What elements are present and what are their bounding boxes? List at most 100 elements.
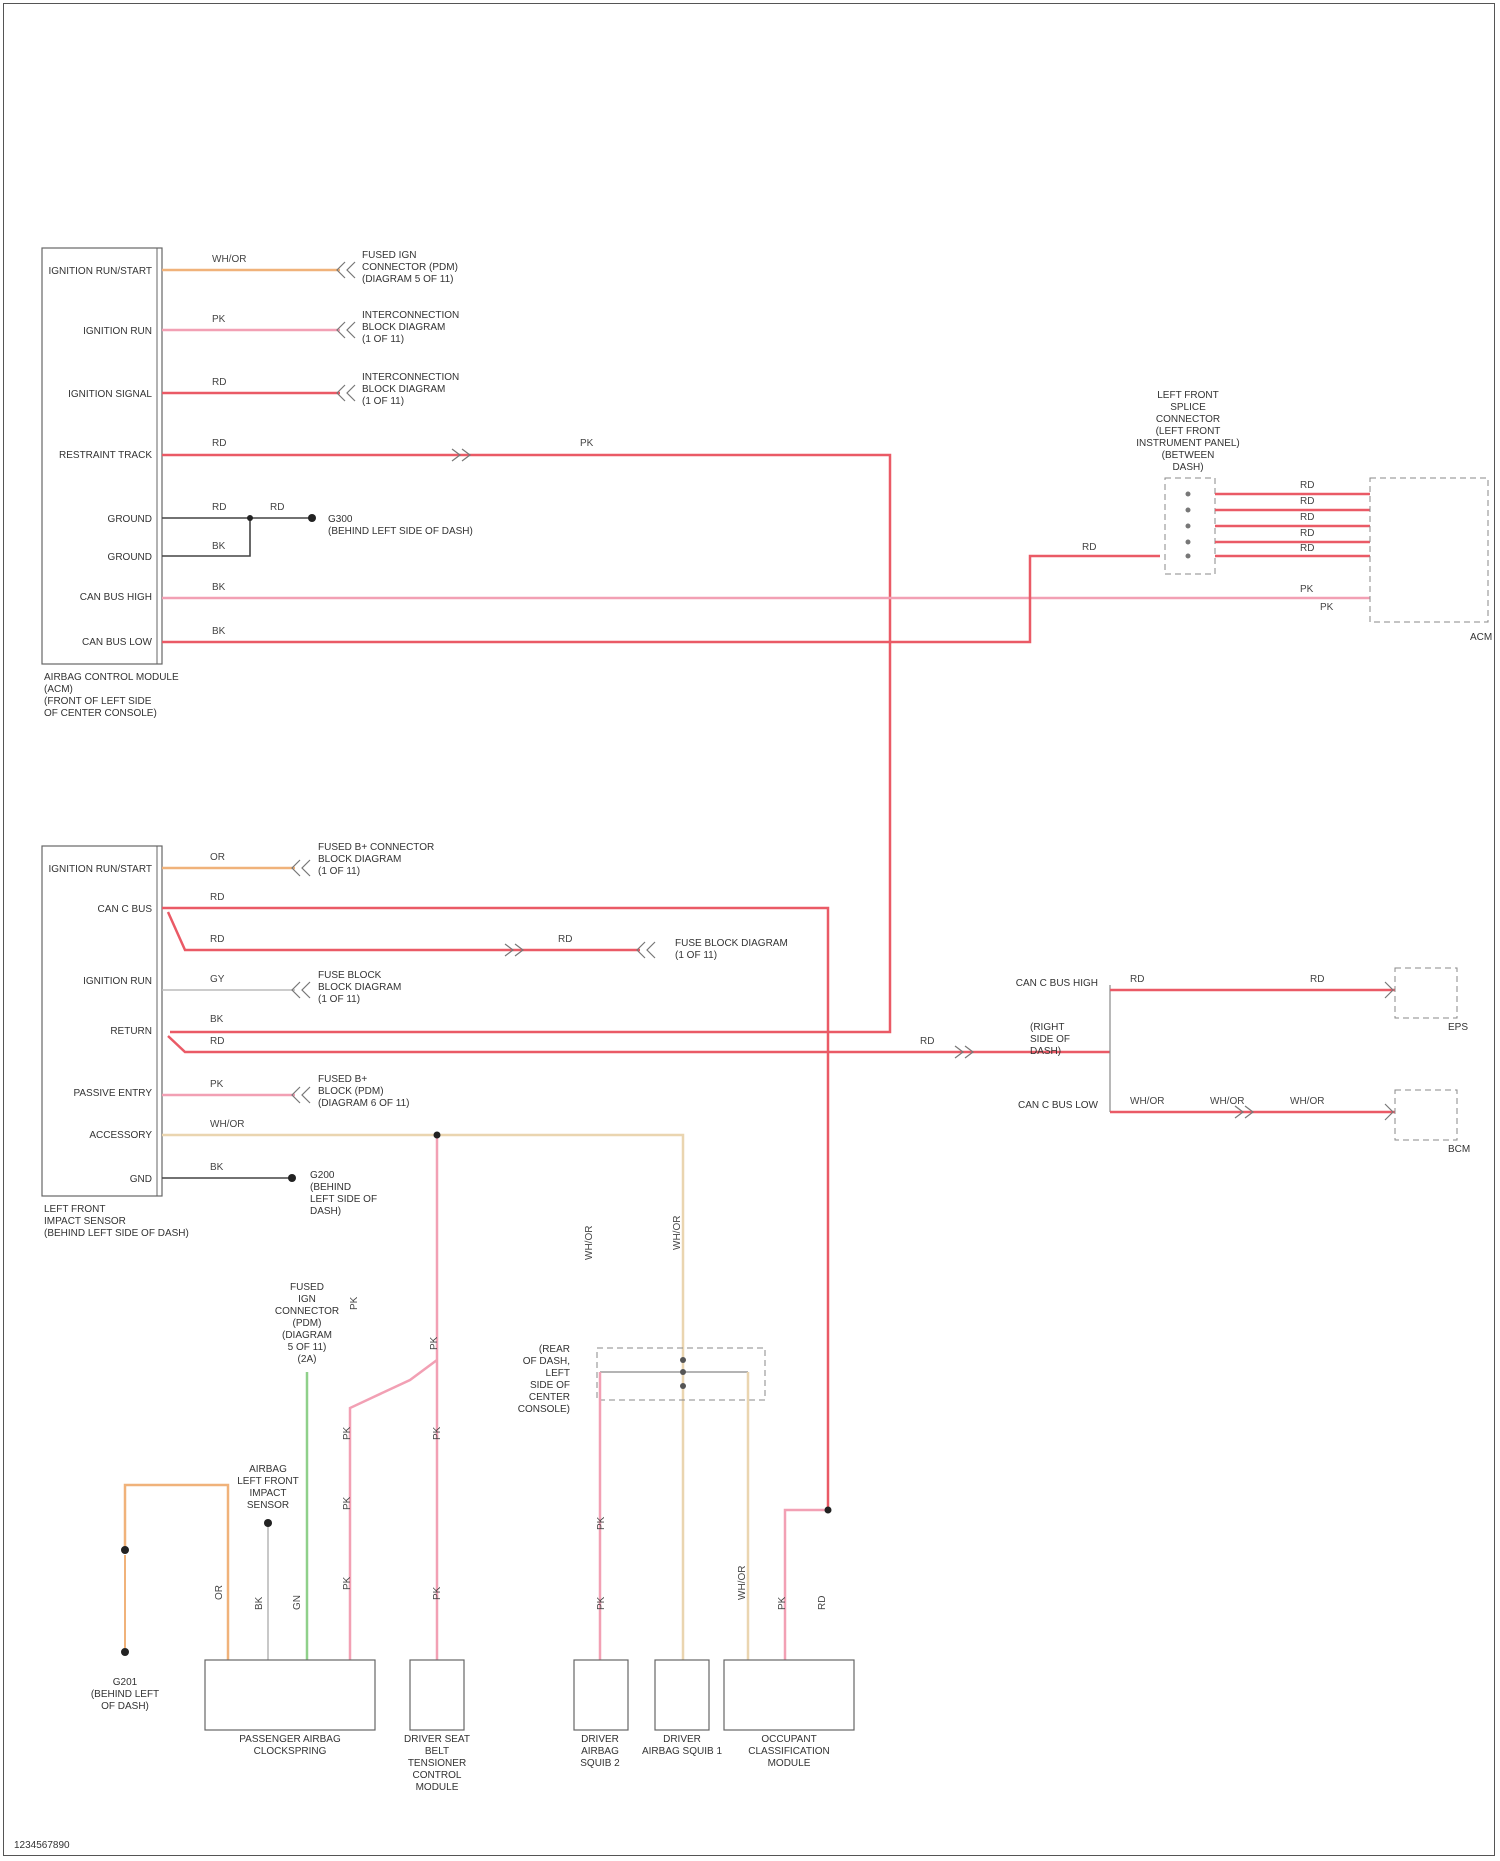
- reference-line: 5 OF 11): [288, 1342, 327, 1353]
- wire-label: PK: [596, 1596, 607, 1610]
- reference-line: CONSOLE): [518, 1404, 570, 1415]
- wire-label: PK: [210, 1079, 224, 1090]
- wire-label: WH/OR: [212, 254, 246, 265]
- wire-label: WH/OR: [1130, 1096, 1164, 1107]
- wire-label: RD: [1300, 512, 1314, 523]
- reference-line: BLOCK DIAGRAM: [318, 854, 401, 865]
- pin-label: IGNITION RUN: [83, 976, 152, 987]
- wire-label: PK: [1300, 584, 1314, 595]
- reference-line: INTERCONNECTION: [362, 310, 459, 321]
- right-module-label: ACM: [1470, 632, 1492, 643]
- wire-label: PK: [429, 1336, 440, 1350]
- pin-label: CAN C BUS: [98, 904, 153, 915]
- reference-line: BLOCK DIAGRAM: [318, 982, 401, 993]
- right-mid-wires: [1110, 990, 1395, 1112]
- reference-line: (1 OF 11): [362, 396, 404, 407]
- caption-line: AIRBAG: [581, 1746, 619, 1757]
- reference-line: (1 OF 11): [318, 866, 360, 877]
- wire-label: BK: [210, 1162, 224, 1173]
- pin-label: ACCESSORY: [89, 1130, 152, 1141]
- wire-label: RD: [558, 934, 572, 945]
- reference-line: FUSED B+ CONNECTOR: [318, 842, 434, 853]
- ground-upper-label: G300(BEHIND LEFT SIDE OF DASH): [328, 514, 473, 537]
- eps-module-box: [1395, 968, 1457, 1018]
- caption-line: (LEFT FRONT: [1156, 426, 1221, 437]
- footer-code: 1234567890: [14, 1840, 70, 1851]
- wire-label: WH/OR: [210, 1119, 244, 1130]
- reference-line: (BEHIND LEFT: [91, 1689, 159, 1700]
- wire-label: RD: [1310, 974, 1324, 985]
- pin-label: GROUND: [108, 514, 152, 525]
- caption-line: DASH): [1172, 462, 1203, 473]
- occupant-classification-module-box: [724, 1660, 854, 1730]
- upper-connector-symbols: [337, 262, 470, 461]
- reference-line: FUSED IGN: [362, 250, 416, 261]
- reference-line: CONNECTOR (PDM): [362, 262, 458, 273]
- wire-label: OR: [210, 852, 225, 863]
- wire-label: RD: [212, 377, 226, 388]
- caption-line: AIRBAG CONTROL MODULE: [44, 672, 179, 683]
- reference-line: FUSE BLOCK: [318, 970, 382, 981]
- reference-line: FUSE BLOCK DIAGRAM: [675, 938, 788, 949]
- left-front-impact-sensor-box: [42, 846, 162, 1196]
- wire-label: WH/OR: [737, 1566, 748, 1600]
- reference-line: LEFT FRONT: [237, 1476, 298, 1487]
- wire-label: RD: [1082, 542, 1096, 553]
- reference-line: BLOCK DIAGRAM: [362, 384, 445, 395]
- wire-label: PK: [777, 1596, 788, 1610]
- lower-wires: [162, 868, 1110, 1660]
- pin-label: RETURN: [110, 1026, 152, 1037]
- can-label: CAN C BUS HIGH: [1016, 978, 1098, 989]
- wire-label: PK: [349, 1296, 360, 1310]
- pin-label: IGNITION RUN/START: [48, 864, 152, 875]
- caption-line: LEFT FRONT: [44, 1204, 105, 1215]
- pin-label: CAN BUS HIGH: [80, 592, 152, 603]
- right-mid-labels: CAN C BUS HIGHCAN C BUS LOW(RIGHTSIDE OF…: [1016, 978, 1470, 1155]
- reference-line: (1 OF 11): [318, 994, 360, 1005]
- reference-line: FUSED: [290, 1282, 324, 1293]
- caption-line: CLOCKSPRING: [254, 1746, 327, 1757]
- wire-label: RD: [1300, 543, 1314, 554]
- wire-label: GY: [210, 974, 225, 985]
- caption-line: OCCUPANT: [761, 1734, 816, 1745]
- reference-line: OF DASH): [101, 1701, 149, 1712]
- wire-label: PK: [212, 314, 226, 325]
- caption-line: DRIVER: [581, 1734, 619, 1745]
- pin-label: PASSIVE ENTRY: [73, 1088, 152, 1099]
- wire-label: BK: [212, 626, 226, 637]
- reference-line: AIRBAG: [249, 1464, 287, 1475]
- reference-line: SENSOR: [247, 1500, 289, 1511]
- ground-line: G200: [310, 1170, 335, 1181]
- pin-label: CAN BUS LOW: [82, 637, 153, 648]
- caption-line: (ACM): [44, 684, 73, 695]
- wire-label: PK: [342, 1496, 353, 1510]
- ground-line: G300: [328, 514, 353, 525]
- reference-line: (1 OF 11): [362, 334, 404, 345]
- caption-line: CONTROL: [413, 1770, 462, 1781]
- caption-line: SPLICE: [1170, 402, 1206, 413]
- ground-line: (BEHIND: [310, 1182, 351, 1193]
- reference-line: OF DASH,: [523, 1356, 570, 1367]
- ground-line: LEFT SIDE OF: [310, 1194, 377, 1205]
- caption-line: DRIVER: [663, 1734, 701, 1745]
- pin-label: RESTRAINT TRACK: [59, 450, 152, 461]
- wire-label: RD: [212, 502, 226, 513]
- wire-label: RD: [270, 502, 284, 513]
- caption-line: SIDE OF: [1030, 1034, 1070, 1045]
- wire-label: RD: [210, 934, 224, 945]
- caption-line: IMPACT SENSOR: [44, 1216, 126, 1227]
- wire-label: PK: [432, 1426, 443, 1440]
- reference-line: (REAR: [539, 1344, 570, 1355]
- caption-line: (BEHIND LEFT SIDE OF DASH): [44, 1228, 189, 1239]
- wire-label: BK: [212, 582, 226, 593]
- wire-label: RD: [212, 438, 226, 449]
- reference-line: G201: [113, 1677, 138, 1688]
- splice-outputs: [1215, 494, 1370, 556]
- wire-label: RD: [210, 1036, 224, 1047]
- reference-line: IMPACT: [249, 1488, 286, 1499]
- pin-label: IGNITION RUN/START: [48, 266, 152, 277]
